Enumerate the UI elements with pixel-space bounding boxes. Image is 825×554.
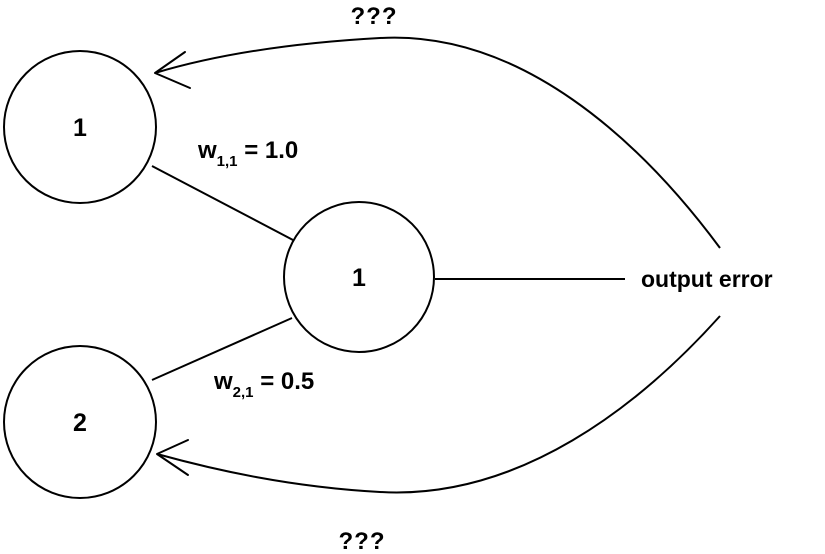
output-error-label: output error (641, 266, 773, 292)
top-question-label: ??? (351, 3, 398, 30)
weight-w11-value: = 1.0 (238, 137, 299, 164)
weight-w21-symbol: w (213, 368, 233, 395)
top-arrowhead-icon (154, 51, 191, 89)
input-node-1: 1 (3, 50, 157, 204)
hidden-node-1-label: 1 (352, 264, 366, 292)
weight-w11-label: w1,1 = 1.0 (197, 137, 298, 170)
input-node-1-label: 1 (73, 114, 87, 142)
hidden-node-1: 1 (283, 201, 435, 353)
weight-w21-value: = 0.5 (254, 368, 315, 395)
bottom-arrowhead-icon (156, 439, 189, 476)
weight-w21-label: w2,1 = 0.5 (213, 368, 314, 401)
weight-w21-subscript: 2,1 (233, 384, 254, 401)
edge-input2-hidden1 (151, 317, 293, 381)
weight-w11-subscript: 1,1 (217, 153, 238, 170)
input-node-2-label: 2 (73, 409, 87, 437)
input-node-2: 2 (3, 345, 157, 499)
weight-w11-symbol: w (197, 137, 217, 164)
bottom-backprop-arrow (156, 315, 721, 494)
bottom-question-label: ??? (339, 528, 386, 554)
edge-input1-hidden1 (151, 165, 294, 241)
top-backprop-arrow (154, 36, 721, 249)
